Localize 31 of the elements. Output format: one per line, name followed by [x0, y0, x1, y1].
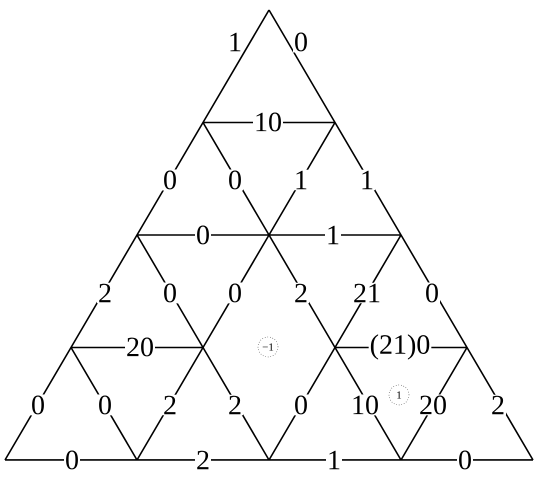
number-label: 0 [424, 282, 440, 304]
number-label: 1 [359, 170, 375, 190]
number-label: 10 [350, 394, 380, 416]
number-label: 1 [326, 450, 342, 470]
number-label: 20 [418, 394, 448, 416]
number-label: 1 [293, 170, 309, 190]
number-label: 0 [162, 170, 178, 190]
number-label: 1 [227, 32, 243, 52]
circled-number: 1 [388, 384, 410, 406]
number-label: 0 [457, 450, 473, 470]
number-label: 1 [325, 224, 341, 246]
number-label: 2 [490, 394, 506, 416]
number-label: 21 [352, 282, 382, 304]
number-label: 0 [97, 394, 113, 416]
number-label: 0 [64, 450, 80, 470]
number-label: 0 [227, 282, 243, 304]
number-label: 0 [293, 32, 309, 52]
number-label: 0 [195, 224, 211, 246]
number-label: 0 [162, 282, 178, 304]
number-label: 0 [30, 394, 46, 416]
number-label: (21)0 [368, 333, 432, 361]
number-label: 2 [162, 394, 178, 416]
number-label: 0 [293, 394, 309, 416]
number-label: 20 [125, 336, 155, 358]
number-label: 2 [293, 282, 309, 304]
number-label: 10 [253, 112, 283, 132]
number-label: 2 [195, 450, 211, 470]
number-label: 2 [227, 394, 243, 416]
circled-number: −1 [258, 336, 278, 358]
number-label: 2 [97, 282, 113, 304]
number-label: 0 [227, 170, 243, 190]
